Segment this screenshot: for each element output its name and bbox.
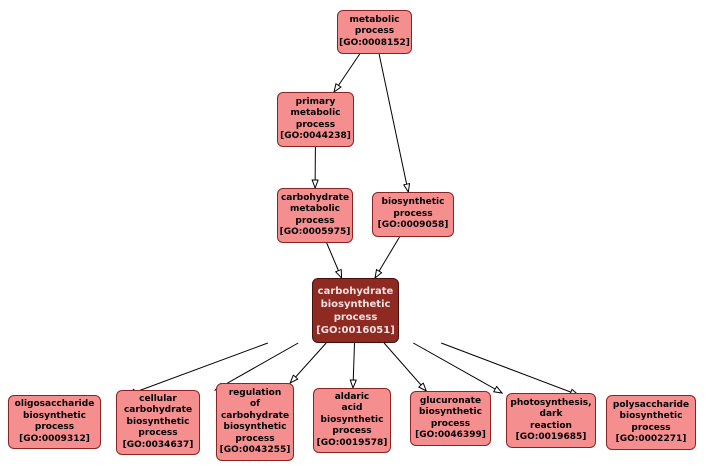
go-node-go-0019578[interactable]: aldaric acid biosynthetic process[GO:001… bbox=[313, 388, 391, 453]
go-term-id: [GO:0044238] bbox=[280, 131, 351, 141]
graph-edge bbox=[413, 342, 502, 393]
go-term-name: oligosaccharide biosynthetic process bbox=[14, 399, 95, 432]
go-term-name: cellular carbohydrate biosynthetic proce… bbox=[123, 393, 193, 439]
go-node-go-0044238[interactable]: primary metabolic process[GO:0044238] bbox=[277, 92, 354, 147]
go-node-go-0002271[interactable]: polysaccharide biosynthetic process[GO:0… bbox=[606, 395, 696, 450]
graph-edge bbox=[334, 53, 361, 92]
go-term-name: polysaccharide biosynthetic process bbox=[612, 399, 690, 433]
go-term-name: metabolic process bbox=[349, 14, 400, 37]
go-term-name: carbohydrate metabolic process bbox=[280, 192, 350, 226]
go-term-name: photosynthesis, dark reaction bbox=[510, 397, 592, 431]
go-term-name: biosynthetic process bbox=[381, 197, 445, 219]
graph-edge bbox=[127, 342, 268, 395]
graph-edge bbox=[383, 342, 426, 391]
go-node-go-0005975[interactable]: carbohydrate metabolic process[GO:000597… bbox=[277, 188, 353, 243]
go-node-go-0043255[interactable]: regulation of carbohydrate biosynthetic … bbox=[216, 383, 294, 461]
go-term-id: [GO:0019578] bbox=[316, 437, 388, 448]
go-term-id: [GO:0009312] bbox=[19, 433, 90, 444]
go-node-go-0034637[interactable]: cellular carbohydrate biosynthetic proce… bbox=[116, 390, 200, 455]
go-node-go-0019685[interactable]: photosynthesis, dark reaction[GO:0019685… bbox=[506, 393, 596, 448]
go-term-id: [GO:0034637] bbox=[122, 439, 194, 450]
go-node-go-0016051[interactable]: carbohydrate biosynthetic process[GO:001… bbox=[312, 278, 399, 343]
go-term-id: [GO:0016051] bbox=[316, 324, 395, 336]
go-term-id: [GO:0019685] bbox=[515, 432, 587, 442]
go-term-id: [GO:0005975] bbox=[279, 227, 351, 237]
go-term-id: [GO:0046399] bbox=[415, 430, 486, 440]
go-term-id: [GO:0009058] bbox=[377, 220, 449, 231]
go-node-go-0046399[interactable]: glucuronate biosynthetic process[GO:0046… bbox=[410, 391, 491, 446]
graph-edge bbox=[326, 242, 342, 278]
graph-edge bbox=[375, 236, 400, 278]
go-term-name: glucuronate biosynthetic process bbox=[419, 395, 482, 429]
go-node-go-0008152[interactable]: metabolic process[GO:0008152] bbox=[337, 10, 412, 54]
go-term-id: [GO:0043255] bbox=[219, 445, 291, 455]
graph-edge bbox=[441, 342, 578, 395]
go-node-go-0009312[interactable]: oligosaccharide biosynthetic process[GO:… bbox=[8, 395, 101, 449]
go-term-id: [GO:0008152] bbox=[339, 37, 410, 48]
graph-edge bbox=[215, 342, 299, 390]
graph-edge bbox=[290, 342, 327, 383]
go-term-name: carbohydrate biosynthetic process bbox=[317, 285, 394, 323]
go-term-id: [GO:0002271] bbox=[615, 434, 687, 444]
go-node-go-0009058[interactable]: biosynthetic process[GO:0009058] bbox=[372, 192, 454, 237]
graph-edge bbox=[353, 342, 355, 388]
go-term-name: primary metabolic process bbox=[290, 96, 341, 130]
go-term-name: aldaric acid biosynthetic process bbox=[320, 391, 384, 437]
go-term-name: regulation of carbohydrate biosynthetic … bbox=[220, 387, 290, 444]
graph-edge bbox=[378, 53, 408, 192]
